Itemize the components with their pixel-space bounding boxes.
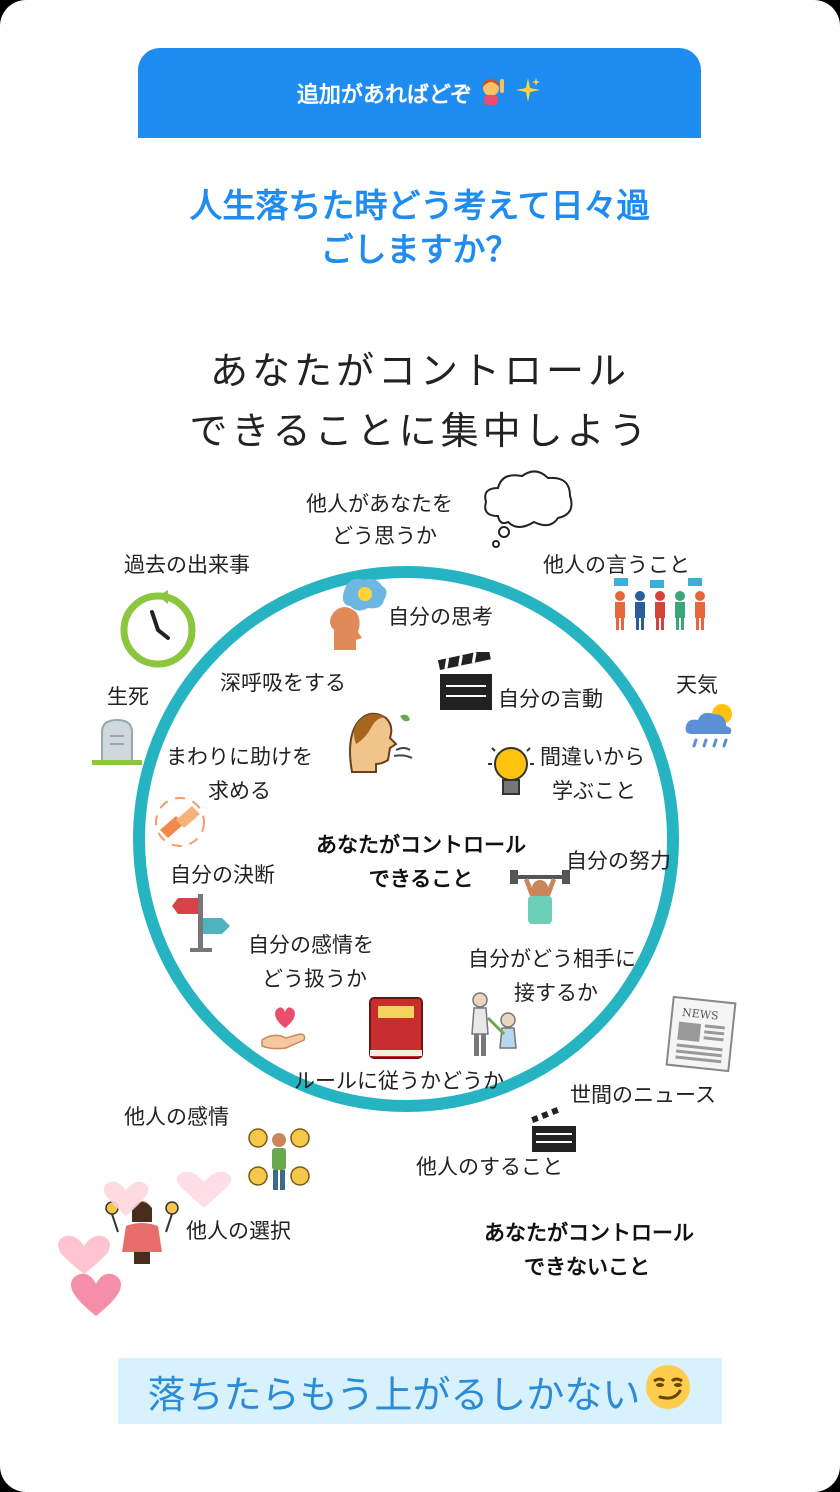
- question-sticker-header[interactable]: 追加があればどぞ: [138, 48, 701, 138]
- label-effort: 自分の努力: [566, 849, 671, 873]
- svg-text:NEWS: NEWS: [681, 1006, 719, 1023]
- outside-caption: あなたがコントロール できないこと: [484, 1216, 694, 1284]
- question-sticker-body: 人生落ちた時どう考えて日々過 ごしますか？: [138, 138, 701, 310]
- outside-caption-line1: あなたがコントロール: [484, 1221, 694, 1245]
- label-emotion-2: どう扱うか: [262, 967, 367, 991]
- thought-cloud-icon: [484, 470, 573, 548]
- label-others-think-2: どう思うか: [332, 524, 437, 548]
- center-caption: あなたがコントロール できること: [316, 828, 526, 896]
- center-caption-line2: できること: [368, 867, 474, 891]
- label-life-death: 生死: [107, 685, 149, 709]
- helping-hands-icon: [155, 797, 205, 847]
- clapperboard-icon: [438, 652, 492, 710]
- label-weather: 天気: [676, 673, 718, 697]
- newspaper-icon: NEWS: [665, 996, 737, 1072]
- label-emotion-1: 自分の感情を: [248, 933, 374, 957]
- clapperboard-small-icon: [531, 1107, 576, 1152]
- label-treat-2: 接するか: [514, 981, 598, 1005]
- question-text-line2: ごしますか？: [320, 230, 519, 269]
- answer-text: 落ちたらもう上がるしかない: [147, 1372, 641, 1417]
- question-prompt: 追加があればどぞ: [296, 83, 473, 108]
- label-others-say: 他人の言うこと: [543, 553, 690, 577]
- gravestone-icon: [92, 718, 142, 765]
- emotions-faces-icon: [248, 1128, 310, 1190]
- person-raising-hand-icon: [478, 75, 508, 111]
- label-ask-help-2: 求める: [208, 779, 271, 803]
- poster-title-line2: できることに集中しよう: [189, 409, 651, 453]
- label-news: 世間のニュース: [570, 1083, 716, 1107]
- clock-icon: [120, 590, 196, 668]
- smirking-face-icon: [644, 1363, 692, 1420]
- label-others-think-1: 他人があなたを: [306, 492, 453, 516]
- heart-in-hand-icon: [261, 1007, 306, 1050]
- label-treat-1: 自分がどう相手に: [468, 947, 636, 971]
- lightbulb-icon: [488, 747, 534, 795]
- answer-text-sticker[interactable]: 落ちたらもう上がるしかない: [118, 1358, 722, 1424]
- label-decision: 自分の決断: [170, 863, 275, 887]
- breathing-face-icon: [349, 712, 413, 773]
- label-others-choice: 他人の選択: [186, 1219, 291, 1243]
- caring-people-icon: [471, 992, 517, 1056]
- hearts-sticker-icon: [58, 1171, 232, 1316]
- label-others-feelings: 他人の感情: [124, 1105, 229, 1129]
- outside-caption-line2: できないこと: [524, 1255, 650, 1279]
- weather-icon: [685, 704, 732, 748]
- weightlifting-icon: [510, 870, 570, 924]
- label-deep-breath: 深呼吸をする: [220, 671, 346, 695]
- label-past: 過去の出来事: [124, 553, 250, 577]
- center-caption-line1: あなたがコントロール: [316, 833, 526, 857]
- poster-title-line1: あなたがコントロール: [209, 349, 630, 393]
- rule-book-icon: [369, 997, 423, 1059]
- label-others-do: 他人のすること: [416, 1155, 563, 1179]
- label-rules: ルールに従うかどうか: [294, 1069, 504, 1093]
- label-ask-help-1: まわりに助けを: [166, 745, 313, 769]
- choice-person-icon: [105, 1201, 179, 1264]
- crowd-icon: [614, 578, 705, 630]
- sparkles-icon: [514, 76, 542, 110]
- label-mistakes-1: 間違いから: [540, 745, 645, 769]
- thinking-head-icon: [330, 578, 387, 650]
- question-text-line1: 人生落ちた時どう考えて日々過: [189, 186, 650, 225]
- direction-sign-icon: [172, 894, 230, 952]
- label-mistakes-2: 学ぶこと: [552, 779, 636, 803]
- label-self-thought: 自分の思考: [388, 605, 493, 629]
- label-own-words: 自分の言動: [498, 687, 603, 711]
